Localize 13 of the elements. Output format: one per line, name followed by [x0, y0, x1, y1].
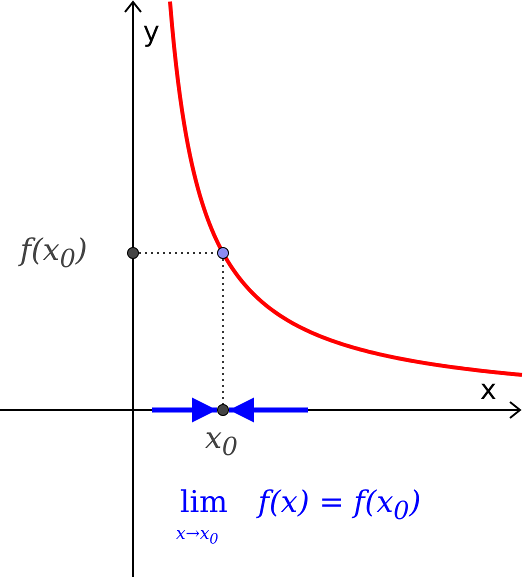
point-label: x$_{0}$	[205, 424, 238, 459]
limit-subscript: x→x$_{0}$	[176, 526, 218, 547]
point-marker	[217, 247, 229, 259]
arrow	[229, 398, 308, 422]
limit-operator: lim	[180, 488, 228, 518]
point-label: f(x$_{0}$)	[20, 236, 88, 271]
limit-equation: f(x) = f(x$_{0}$)	[258, 488, 421, 523]
dotted-guide-line	[222, 259, 224, 404]
arrow	[152, 398, 217, 422]
axis-label: y	[143, 18, 160, 46]
point-marker	[217, 404, 229, 416]
point-marker	[127, 247, 139, 259]
axis-label: x	[480, 376, 497, 404]
